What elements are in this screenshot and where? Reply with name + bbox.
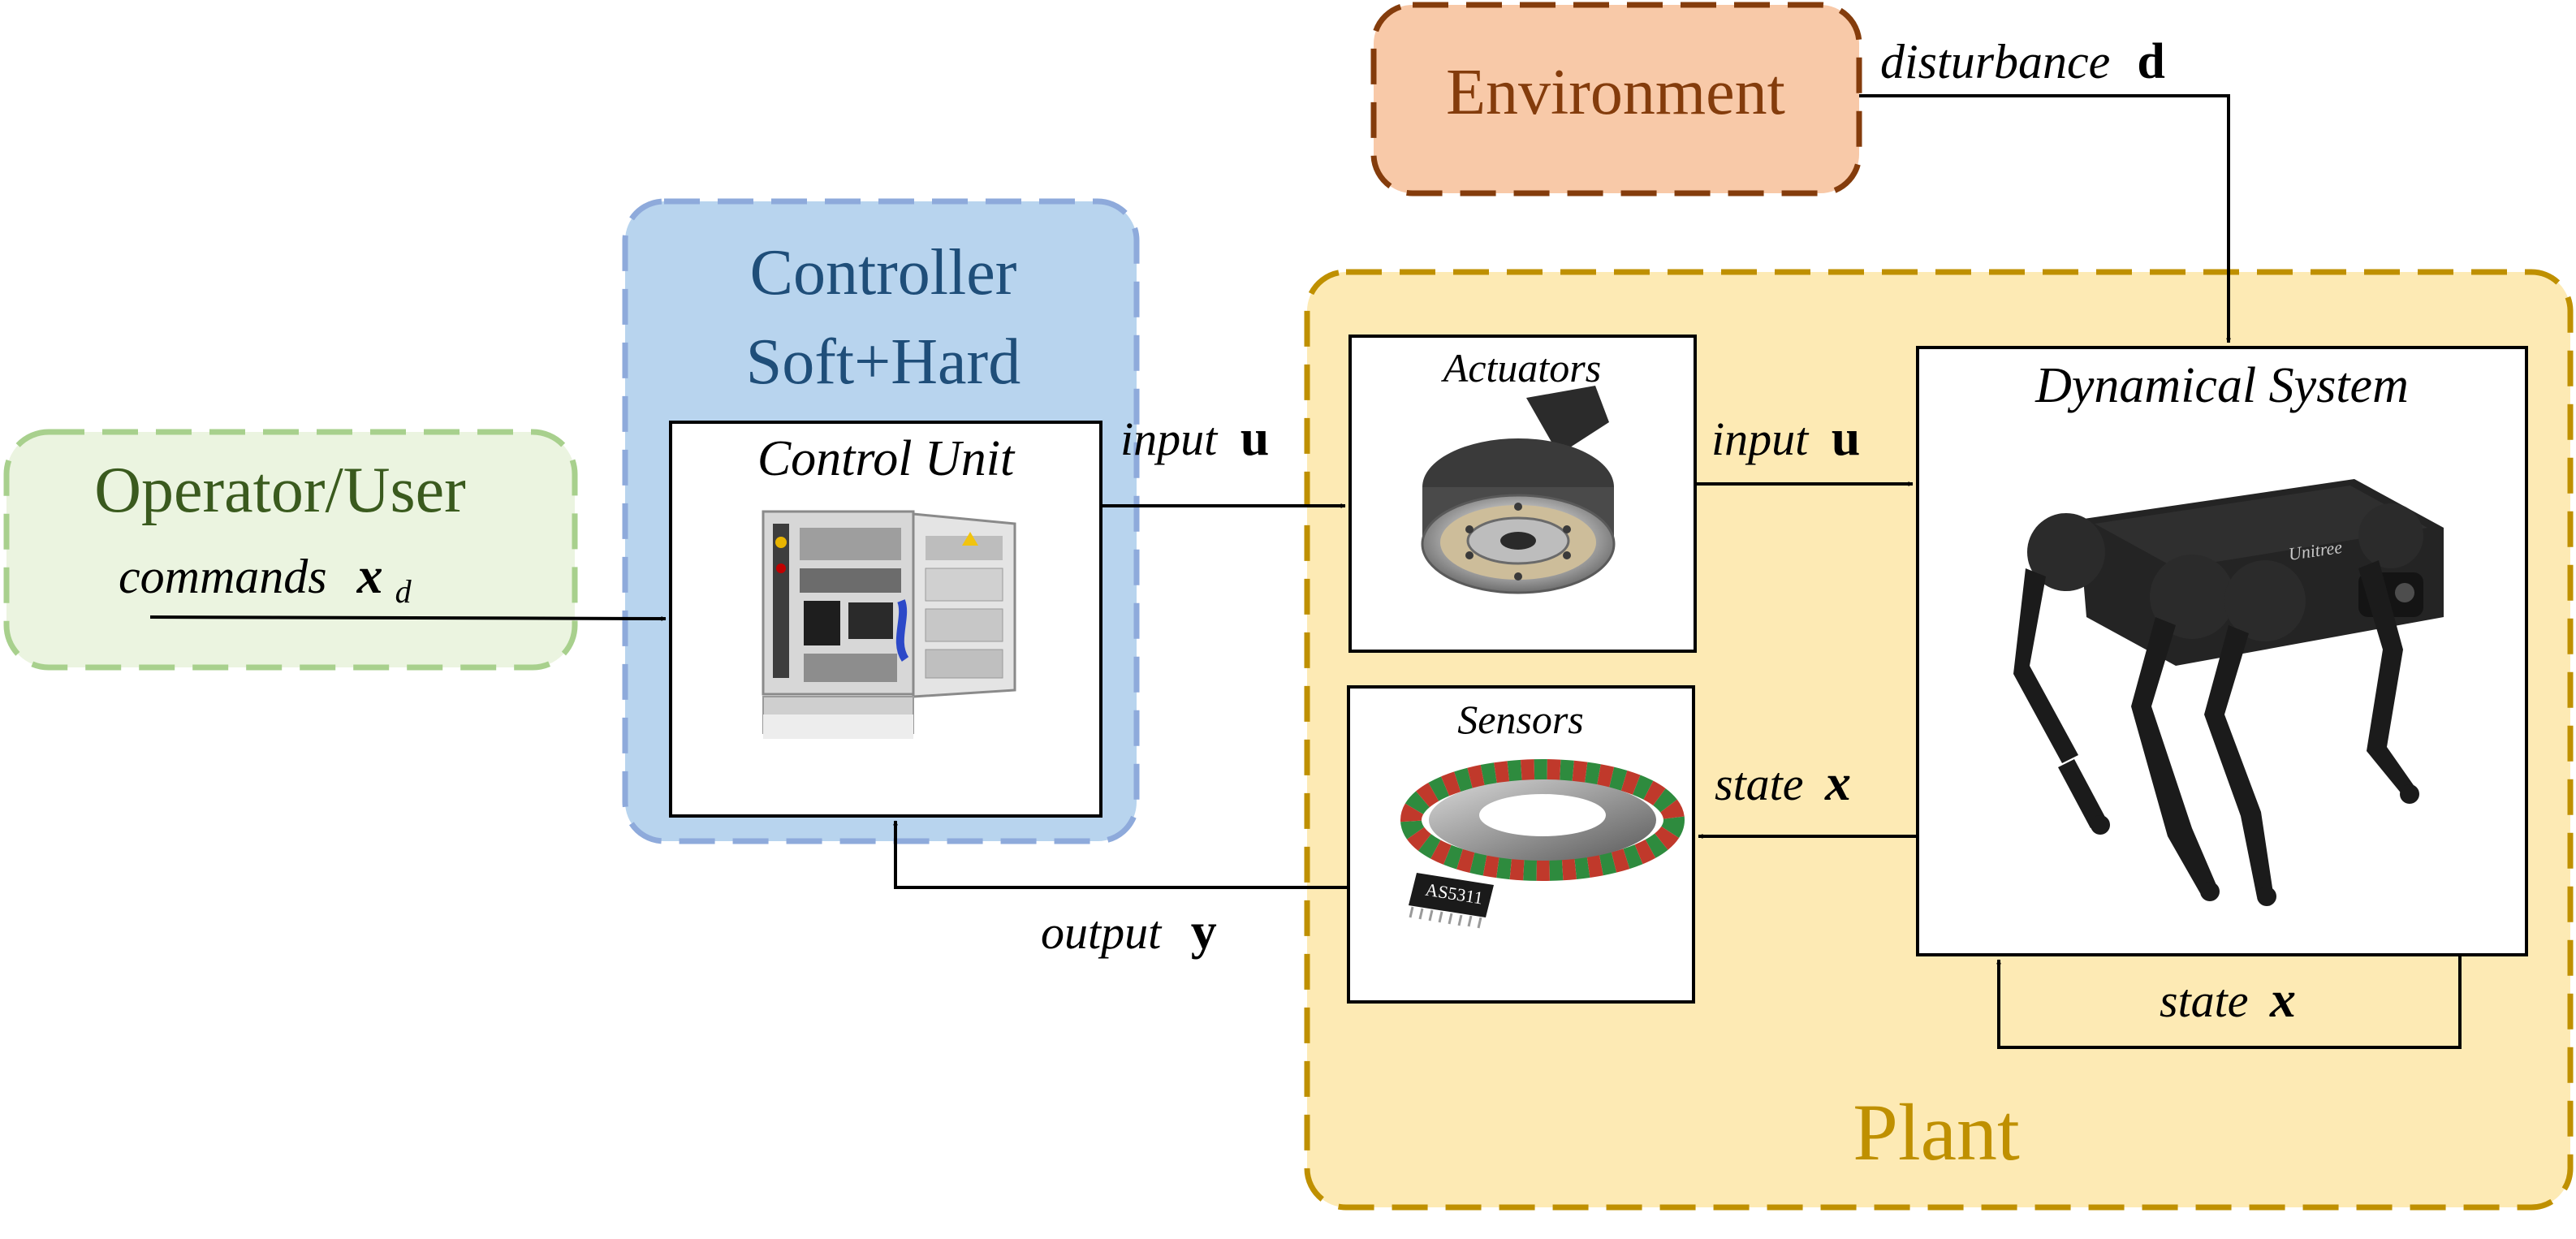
environment-title: Environment: [1446, 57, 1785, 128]
operator-region: [3, 429, 578, 671]
motor-actuator-image: [1421, 386, 1616, 594]
plant-title: Plant: [1853, 1087, 2020, 1177]
commands-arrow: [149, 615, 667, 621]
output-label: output y: [1041, 902, 1217, 960]
state-label-1: state x: [1715, 753, 1851, 811]
input-label-2: input u: [1711, 408, 1860, 466]
disturbance-arrow: [1859, 94, 2231, 343]
commands-label: commands x d: [119, 546, 412, 610]
output-arrow: [893, 820, 1348, 889]
dynamical-system-title: Dynamical System: [2034, 358, 2409, 413]
state-label-2: state x: [2160, 970, 2296, 1028]
sensors-title: Sensors: [1457, 697, 1584, 742]
sensor-chip: AS5311: [1409, 873, 1494, 929]
actuators-title: Actuators: [1441, 345, 1601, 391]
controller-title-line2: Soft+Hard: [746, 326, 1020, 398]
environment-region: [1370, 2, 1862, 196]
controller-title-line1: Controller: [750, 237, 1017, 309]
quadruped-robot-image: Unitree: [2013, 479, 2444, 906]
control-cabinet-image: [762, 510, 1016, 739]
encoder-sensor-image: AS5311: [1400, 759, 1685, 929]
operator-title: Operator/User: [94, 455, 466, 526]
disturbance-label: disturbance d: [1880, 34, 2165, 89]
state-feedback-loop: [1996, 955, 2462, 1049]
control-unit-title: Control Unit: [757, 431, 1016, 486]
input-label-1: input u: [1120, 408, 1269, 466]
